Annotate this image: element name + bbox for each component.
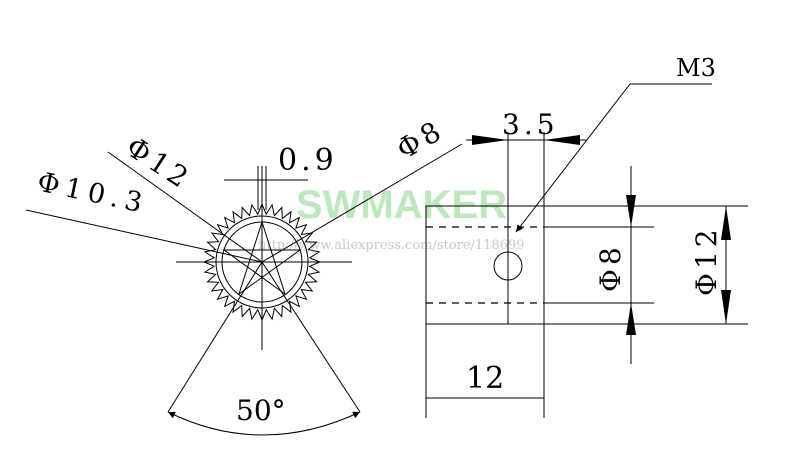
leader-phi-12 bbox=[107, 151, 263, 263]
inner-dia-arrow-bottom bbox=[626, 303, 636, 335]
gear-teeth-outline bbox=[202, 202, 322, 322]
label-phi-8: Φ8 bbox=[391, 113, 450, 166]
outer-dia-arrow-bottom bbox=[721, 290, 731, 324]
pentagram-lines bbox=[222, 221, 302, 296]
label-m3: M3 bbox=[676, 54, 716, 82]
leader-m3-diagonal bbox=[515, 83, 631, 233]
inner-dia-arrow-top bbox=[626, 195, 636, 227]
label-offset-3-5: 3.5 bbox=[502, 108, 559, 141]
label-length-12: 12 bbox=[466, 361, 504, 396]
angle-ray-right bbox=[261, 261, 361, 413]
label-tooth-0-9: 0.9 bbox=[278, 143, 338, 178]
angle-ray-left bbox=[167, 261, 263, 413]
pulley-end-view: 0.9 Φ10.3 Φ12 Φ8 50° bbox=[25, 113, 463, 436]
outer-dia-arrow-top bbox=[721, 206, 731, 240]
leader-phi-10-3 bbox=[25, 209, 263, 263]
offset-arrow-left bbox=[472, 135, 508, 145]
angle-arc bbox=[167, 411, 361, 436]
pulley-side-view: 3.5 M3 Φ8 Φ12 12 bbox=[425, 54, 748, 418]
label-inner-dia-phi-8: Φ8 bbox=[594, 243, 627, 292]
watermark-url: http://www.aliexpress.com/store/118699 bbox=[258, 238, 525, 253]
label-angle-50: 50° bbox=[236, 394, 286, 427]
body-outline bbox=[425, 205, 545, 325]
label-phi-10-3: Φ10.3 bbox=[35, 167, 151, 221]
leader-phi-8 bbox=[261, 143, 463, 263]
label-outer-dia-phi-12: Φ12 bbox=[690, 225, 723, 296]
offset-arrow-right bbox=[544, 135, 580, 145]
watermark-brand: SWMAKER bbox=[296, 183, 507, 227]
root-circle bbox=[215, 215, 309, 309]
